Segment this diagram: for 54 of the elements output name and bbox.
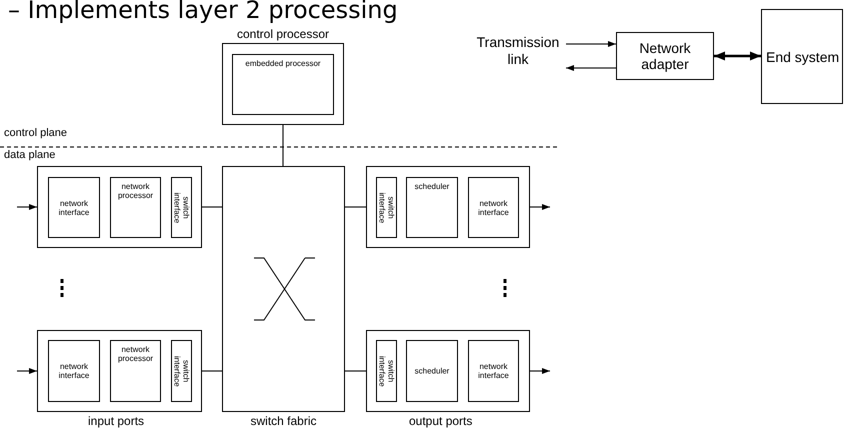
interface-box (171, 177, 192, 238)
arrow (16, 368, 38, 374)
processor-box (110, 177, 161, 238)
box-label: network interface (477, 198, 510, 217)
arrow (16, 204, 38, 210)
box-label: scheduler (414, 182, 450, 192)
connector-line (282, 124, 284, 166)
arrow (714, 52, 761, 60)
box-label: network interface (477, 362, 510, 380)
interface-box (48, 177, 100, 238)
end-system-box (761, 9, 843, 104)
box-label: switch interface (377, 191, 396, 225)
box-label: network interface (58, 362, 90, 380)
scheduler-box (406, 177, 458, 238)
caption-text: control plane (4, 127, 67, 139)
port-card (366, 330, 530, 412)
caption-text: input ports (88, 414, 144, 428)
arrow (566, 41, 616, 47)
port-card (366, 166, 530, 248)
connector-line (202, 370, 222, 372)
scheduler-box (406, 340, 458, 402)
box-label: Network adapter (638, 40, 692, 72)
adapter-box (616, 32, 714, 80)
box-label: embedded processor (244, 59, 322, 68)
arrow (530, 204, 550, 210)
arrow (566, 65, 616, 71)
box-label: network interface (58, 198, 90, 217)
interface-box (376, 340, 397, 402)
interface-box (171, 340, 192, 402)
box-label: End system (766, 48, 840, 65)
box-label: switch interface (172, 191, 191, 225)
port-card (37, 166, 202, 248)
interface-box (468, 177, 519, 238)
interface-box (376, 177, 397, 238)
connector-line (344, 370, 366, 372)
box-heading: control processor (236, 27, 330, 41)
bullet-text: – Implements layer 2 processing (8, 0, 398, 24)
connector-line (202, 206, 222, 208)
box-label: network processor (116, 182, 154, 200)
caption-text: output ports (409, 414, 472, 428)
box-label: switch interface (377, 354, 396, 388)
box-heading: switch fabric (250, 414, 317, 428)
interface-box (48, 340, 100, 402)
processor-box (232, 54, 334, 115)
box-label: switch interface (172, 354, 191, 388)
arrow (530, 368, 550, 374)
caption-text: data plane (4, 149, 56, 161)
connector-line (344, 206, 366, 208)
processor-box (110, 340, 161, 402)
box-label: network processor (116, 345, 154, 364)
interface-box (468, 340, 519, 402)
link-label: Transmission link (470, 34, 566, 70)
port-card (37, 330, 202, 412)
box-label: scheduler (414, 366, 450, 376)
